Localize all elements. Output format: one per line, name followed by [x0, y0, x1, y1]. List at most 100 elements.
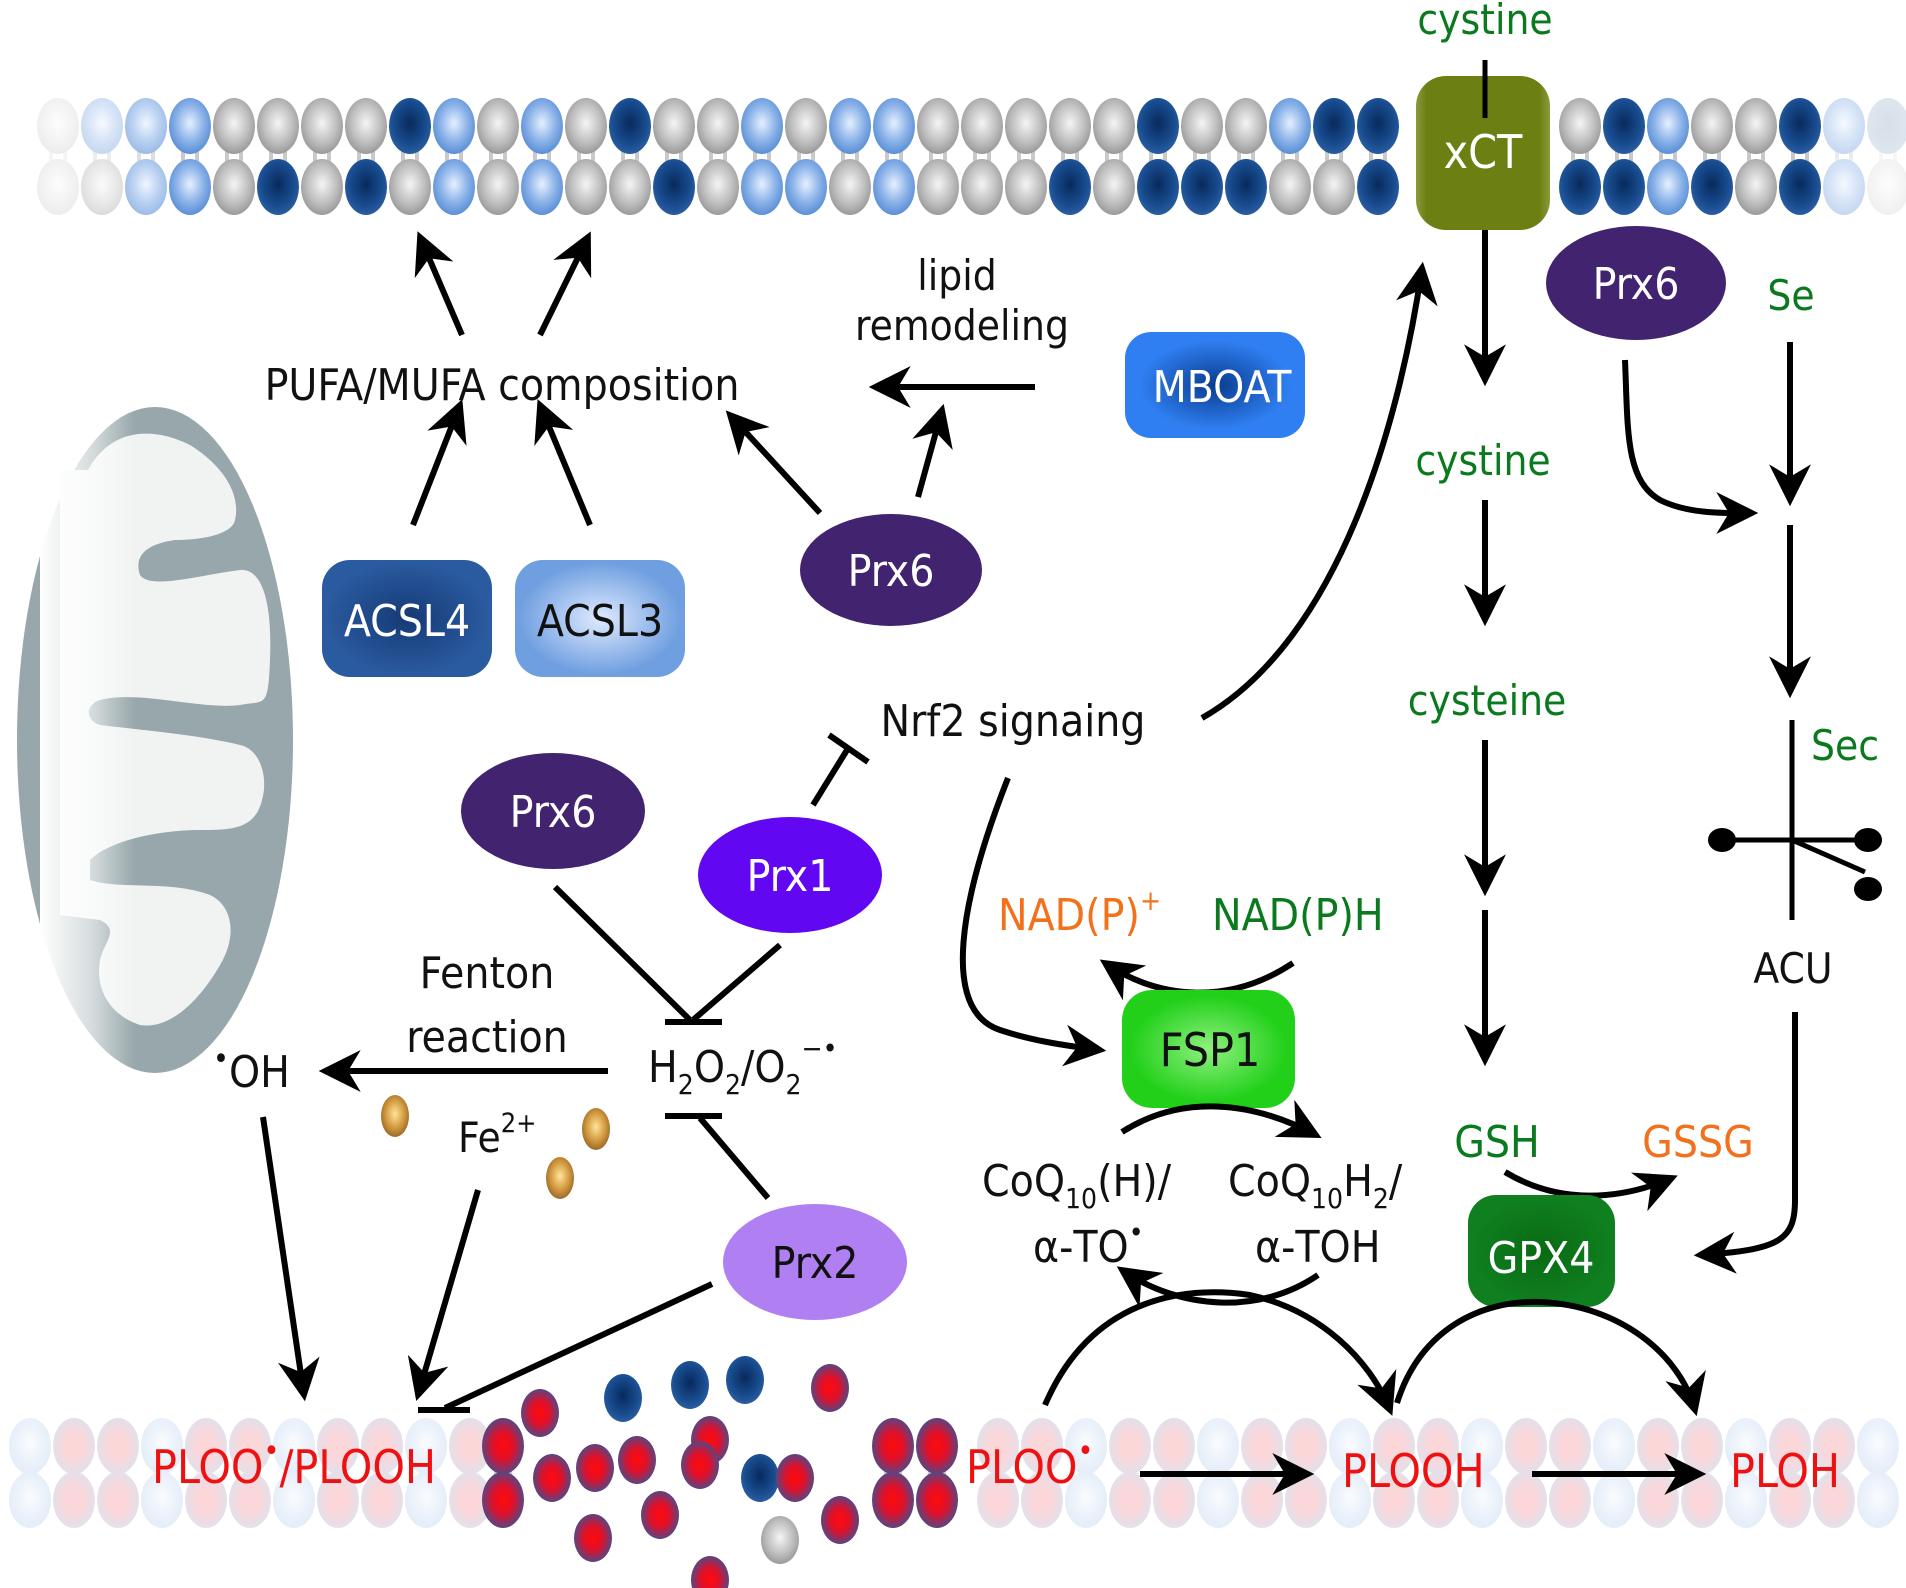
acu-codon-label: ACU — [1753, 944, 1832, 993]
prx2-ellipse — [723, 1204, 907, 1320]
ros-o: O — [694, 1042, 725, 1093]
xct-transporter[interactable]: xCT — [1416, 76, 1550, 230]
lipid-head-inner — [785, 159, 827, 215]
lipid-head-inner — [213, 159, 255, 215]
arrow-prx6-to-selenium-path — [1622, 359, 1759, 535]
acsl3-node[interactable]: ACSL3 — [515, 560, 685, 677]
nadp-plus-text: NAD(P) — [998, 890, 1140, 941]
lipid-tail — [195, 144, 199, 169]
arrow-composition-to-membrane-2 — [537, 231, 592, 337]
damaged-lipid-head — [521, 1389, 559, 1437]
prx6-lipid-node[interactable]: Prx6 — [800, 514, 982, 626]
arrow-prx6-to-composition — [725, 410, 823, 516]
lipid-head-inner — [389, 159, 431, 215]
lipid-tail — [475, 1464, 479, 1482]
lipid-tail — [987, 144, 991, 169]
ros-h2o2-superoxide-label: H2O2/O2−• — [648, 1032, 838, 1101]
acsl4-node[interactable]: ACSL4 — [322, 560, 492, 677]
lipid-head-outer — [521, 98, 563, 154]
lipid-tail — [1835, 144, 1839, 169]
lipid-tail — [1003, 1464, 1007, 1482]
lipid-tail — [1615, 144, 1619, 169]
trna-branch — [1790, 837, 1867, 875]
prx6-ros-node[interactable]: Prx6 — [461, 753, 645, 869]
lipid-head-inner — [917, 159, 959, 215]
membrane-lipid — [1269, 98, 1311, 215]
lipid-head-inner — [741, 159, 783, 215]
lipid-tail — [1517, 1464, 1521, 1482]
lipid-head-inner — [1197, 1472, 1239, 1528]
lipid-head-outer — [1153, 1418, 1195, 1474]
damaged-lipid-head — [811, 1364, 849, 1412]
membrane-lipid-faded — [273, 1418, 315, 1528]
lipid-tail — [431, 1464, 435, 1482]
lipid-tail — [1717, 144, 1721, 169]
lipid-tail — [285, 1464, 289, 1482]
lipid-head-inner — [1225, 159, 1267, 215]
prx6-ros-ellipse — [461, 753, 645, 869]
gpx4-node[interactable]: GPX4 — [1468, 1195, 1615, 1307]
lipid-tail — [1487, 1464, 1491, 1482]
membrane-lipid — [609, 98, 651, 215]
iron-atom-3 — [546, 1157, 574, 1199]
membrane-lipid-faded — [317, 1418, 359, 1528]
membrane-lipid — [1005, 98, 1047, 215]
lipid-tail — [1149, 144, 1153, 169]
membrane-lipid — [1181, 98, 1223, 215]
lipid-head-inner — [169, 159, 211, 215]
lipid-tail — [283, 144, 287, 169]
membrane-lipid-faded — [229, 1418, 271, 1528]
membrane-lipid-faded — [185, 1418, 227, 1528]
lipid-head-outer — [1823, 98, 1865, 154]
lipid-tail — [299, 1464, 303, 1482]
prx6-lipid-ellipse — [800, 514, 982, 626]
lipid-head-outer — [1549, 1418, 1591, 1474]
lipid-head-outer — [872, 1418, 914, 1474]
selenium-label: Se — [1767, 271, 1814, 320]
lipid-head-outer — [317, 1418, 359, 1474]
membrane-lipid — [1867, 98, 1906, 215]
lipid-tail — [269, 144, 273, 169]
lipid-head-inner — [449, 1472, 491, 1528]
lipid-head-inner — [1373, 1472, 1415, 1528]
mboat-node[interactable]: MBOAT — [1125, 332, 1305, 438]
membrane-lipid-faded — [1109, 1418, 1151, 1528]
lipid-tail — [329, 1464, 333, 1482]
lipid-tail — [1659, 144, 1663, 169]
damaged-lipid-head — [681, 1441, 719, 1489]
inhibit-prx1-h2o2-line — [691, 942, 782, 1023]
membrane-lipid — [1049, 98, 1091, 215]
prx2-node[interactable]: Prx2 — [723, 1204, 907, 1320]
lipid-tail — [1061, 144, 1065, 169]
arrow-prx6-to-remodeling — [912, 403, 953, 498]
membrane-lipid-faded — [1813, 1418, 1855, 1528]
prx6-selenium-node[interactable]: Prx6 — [1546, 226, 1726, 340]
lipid-tail — [343, 1464, 347, 1482]
arrow-gsh-to-gssg — [1503, 1169, 1678, 1212]
lipid-head-outer — [125, 98, 167, 154]
lipid-head-outer — [609, 98, 651, 154]
lipid-tail — [1893, 144, 1897, 169]
lipid-head-outer — [1329, 1418, 1371, 1474]
iron-symbol: Fe — [458, 1113, 501, 1162]
ploh-label: PLOH — [1730, 1444, 1840, 1498]
membrane-lipid — [1779, 98, 1821, 215]
lipid-head-outer — [1373, 1418, 1415, 1474]
damaged-lipid-head — [741, 1454, 779, 1502]
lipid-head-outer — [1021, 1418, 1063, 1474]
prx1-node[interactable]: Prx1 — [698, 817, 882, 933]
lipid-head-inner — [1735, 159, 1777, 215]
lipid-head-inner — [653, 159, 695, 215]
membrane-lipid-faded — [9, 1418, 51, 1528]
fsp1-node[interactable]: FSP1 — [1122, 990, 1295, 1108]
prx1-label: Prx1 — [747, 851, 834, 902]
lipid-head-outer — [1181, 98, 1223, 154]
lipid-head-outer — [1093, 98, 1135, 154]
damaged-lipids-cluster — [521, 1356, 859, 1588]
lipid-head-inner — [97, 1472, 139, 1528]
lipid-head-outer — [1005, 98, 1047, 154]
coq-ox-sub: 10 — [1065, 1182, 1097, 1215]
lipid-head-inner — [81, 159, 123, 215]
ros-slash-o: /O — [741, 1042, 786, 1093]
